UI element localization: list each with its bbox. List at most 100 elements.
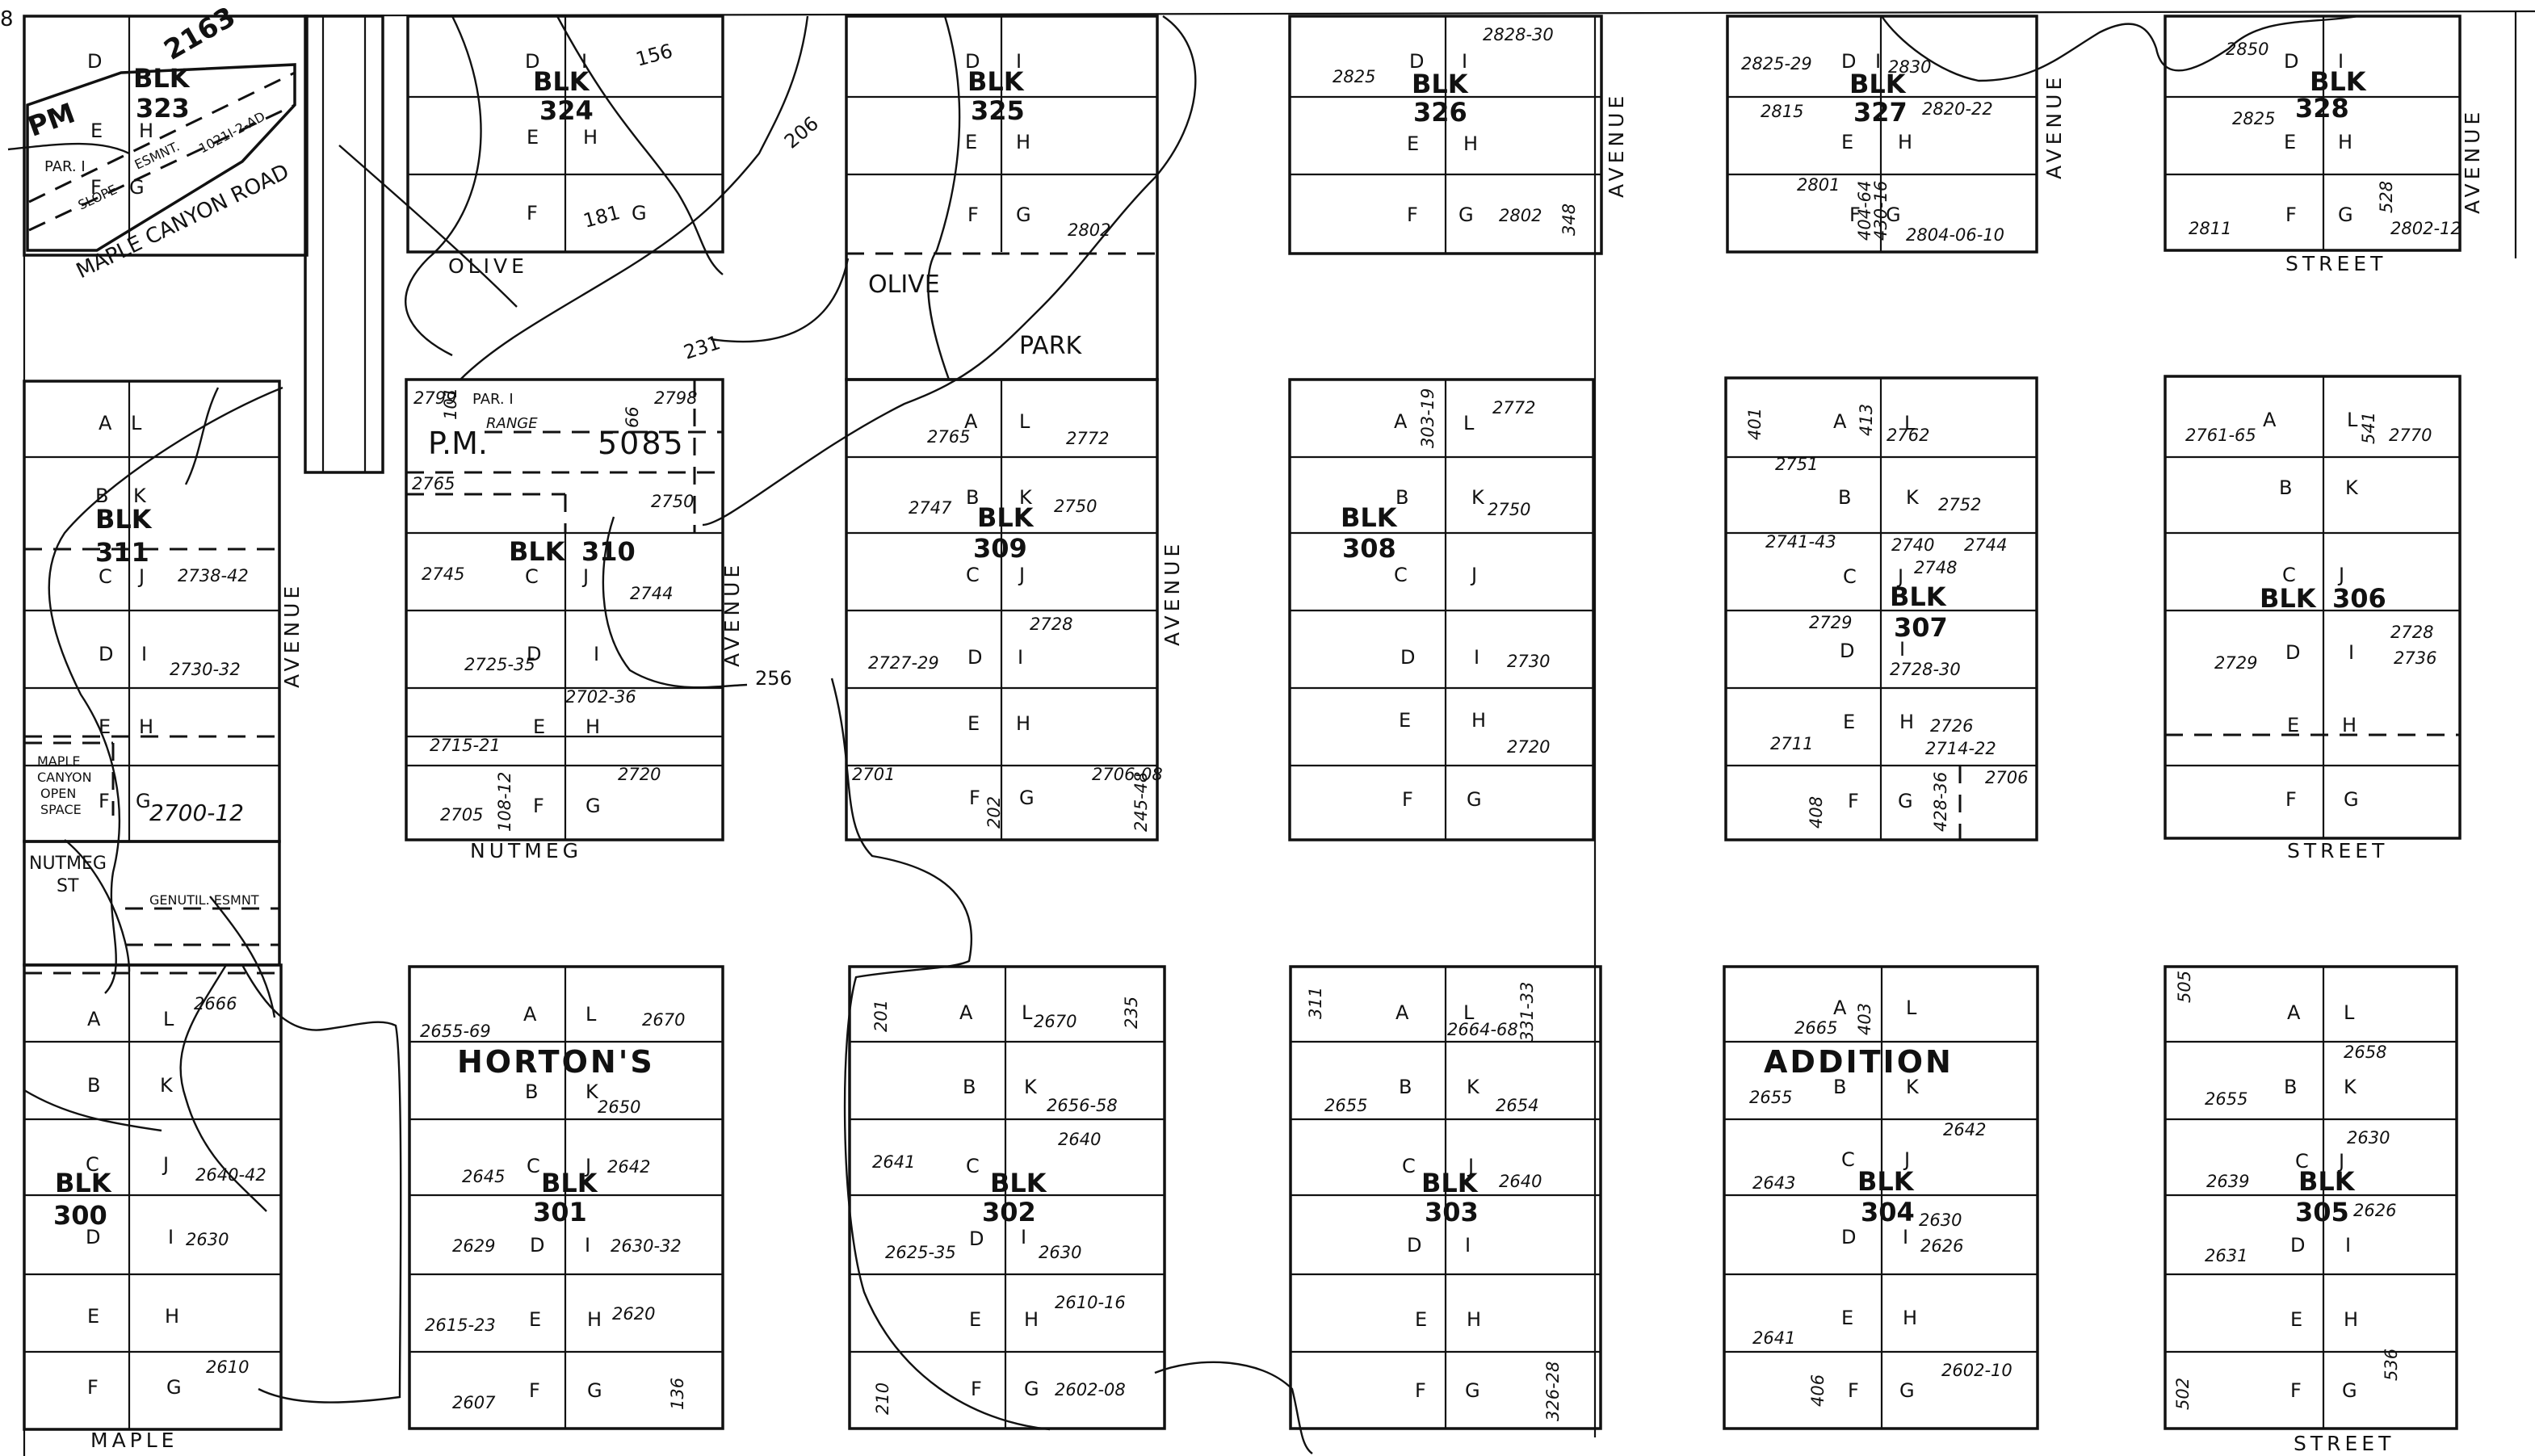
address-label: 2655-69 — [420, 1022, 491, 1041]
lot-label: H — [1016, 131, 1030, 153]
lot-label: C — [2282, 564, 2296, 586]
address-label: 136 — [668, 1378, 687, 1410]
address-label: 2630 — [1919, 1211, 1962, 1230]
block-outlines — [23, 15, 2462, 1431]
address-label: 2641 — [1752, 1328, 1795, 1348]
address-label: 413 — [1857, 404, 1876, 436]
lot-label: E — [1843, 711, 1855, 733]
lot-label: E — [965, 131, 977, 153]
address-label: 201 — [871, 1000, 891, 1032]
open-space-label: MAPLE — [37, 753, 80, 769]
address-label: 2665 — [1794, 1018, 1837, 1038]
street-label-street: STREET — [2287, 839, 2388, 862]
lot-label: E — [527, 126, 539, 149]
address-label: 2650 — [598, 1097, 640, 1117]
lot-label: C — [1841, 1148, 1855, 1171]
lot-label: K — [133, 485, 147, 507]
lot-label: D — [87, 50, 102, 73]
lot-label: A — [87, 1008, 101, 1030]
address-label: 2730 — [1507, 652, 1550, 671]
block-323-outline — [23, 15, 308, 257]
address-label: 401 — [1745, 408, 1765, 440]
lot-label: L — [585, 1003, 597, 1026]
address-label: 2645 — [462, 1167, 505, 1186]
address-label: 2736 — [2394, 648, 2436, 668]
street-label-avenue: AVENUE — [2461, 108, 2484, 214]
address-label: 2702-36 — [565, 687, 636, 707]
lot-label: H — [1471, 709, 1486, 732]
address-label: 235 — [1122, 997, 1141, 1029]
address-label: 2641 — [872, 1152, 915, 1172]
address-label: 311 — [1306, 987, 1325, 1019]
lot-label: D — [969, 1227, 984, 1250]
address-label: 2720 — [618, 765, 661, 784]
lot-label: I — [2348, 641, 2354, 664]
address-label: 2655 — [2205, 1089, 2248, 1109]
lot-label: K — [160, 1074, 174, 1097]
open-space-label: CANYON — [37, 770, 92, 785]
labels: 8 D BLK 323 2163 PM E H PAR. I SLOPE ESM… — [0, 1, 2484, 1455]
contour-label: 256 — [755, 667, 792, 690]
address-label: 2640 — [1499, 1172, 1542, 1191]
contour-lines — [7, 15, 2359, 1454]
address-label: 108-12 — [495, 772, 514, 832]
lot-label: E — [529, 1308, 541, 1331]
lot-label: F — [1407, 204, 1418, 226]
address-label: 2820-22 — [1922, 99, 1993, 119]
address-label: 101 — [441, 388, 460, 420]
lot-label: A — [2287, 1001, 2301, 1024]
lot-label: H — [165, 1305, 179, 1328]
street-label-nutmeg: NUTMEG — [29, 854, 107, 874]
lot-label: D — [86, 1226, 100, 1248]
lot-label: J — [1896, 565, 1903, 588]
lot-label: K — [1467, 1076, 1480, 1098]
address-label: 2626 — [2353, 1201, 2396, 1220]
lot-label: G — [1465, 1379, 1480, 1402]
address-label: 2670 — [1034, 1012, 1077, 1031]
lot-label: I — [1462, 50, 1467, 73]
lot-label: K — [585, 1080, 599, 1103]
lot-label: K — [1906, 486, 1920, 509]
alley-strip — [304, 15, 384, 474]
street-label-avenue: AVENUE — [2042, 73, 2066, 179]
address-label: 2706-08 — [1092, 765, 1163, 784]
lot-label: E — [967, 712, 980, 735]
address-label: 2725-35 — [464, 655, 535, 674]
address-label: 348 — [1559, 204, 1579, 236]
address-label: 2640 — [1058, 1130, 1101, 1149]
block-number: 310 — [581, 536, 636, 567]
address-label: 2830 — [1888, 57, 1931, 77]
lot-label: D — [965, 50, 980, 73]
lot-label: F — [87, 1376, 99, 1399]
address-label: 2610 — [206, 1357, 249, 1377]
block-number: 304 — [1861, 1197, 1915, 1227]
address-label: 2610-16 — [1055, 1293, 1126, 1312]
block-number: 306 — [2332, 583, 2386, 614]
address-label: 2631 — [2205, 1246, 2248, 1265]
lot-label: F — [2290, 1379, 2302, 1402]
corner-label: 8 — [0, 7, 14, 31]
block-label: BLK — [541, 1168, 598, 1198]
lot-label: A — [964, 410, 978, 433]
pm-label: P.M. — [428, 426, 488, 461]
address-label: 404-64 — [1855, 181, 1874, 241]
block-number: 325 — [971, 95, 1025, 126]
lot-label: F — [1415, 1379, 1426, 1402]
lot-label: J — [1467, 1155, 1474, 1177]
address-label: 2726 — [1930, 716, 1973, 736]
lot-label: J — [2337, 564, 2344, 586]
block-label: BLK — [2298, 1166, 2356, 1197]
lot-label: A — [99, 412, 112, 434]
lot-label: E — [1841, 1307, 1853, 1329]
lot-label: B — [966, 486, 979, 509]
lot-label: E — [1399, 709, 1411, 732]
address-label: 2729 — [2214, 653, 2257, 673]
lot-label: H — [585, 715, 600, 738]
lot-label: L — [2344, 1001, 2355, 1024]
block-number: 300 — [53, 1200, 107, 1231]
lot-label: I — [1474, 646, 1479, 669]
block-label: BLK — [977, 502, 1035, 533]
lot-label: D — [2285, 641, 2300, 664]
address-label: 2815 — [1761, 102, 1803, 121]
